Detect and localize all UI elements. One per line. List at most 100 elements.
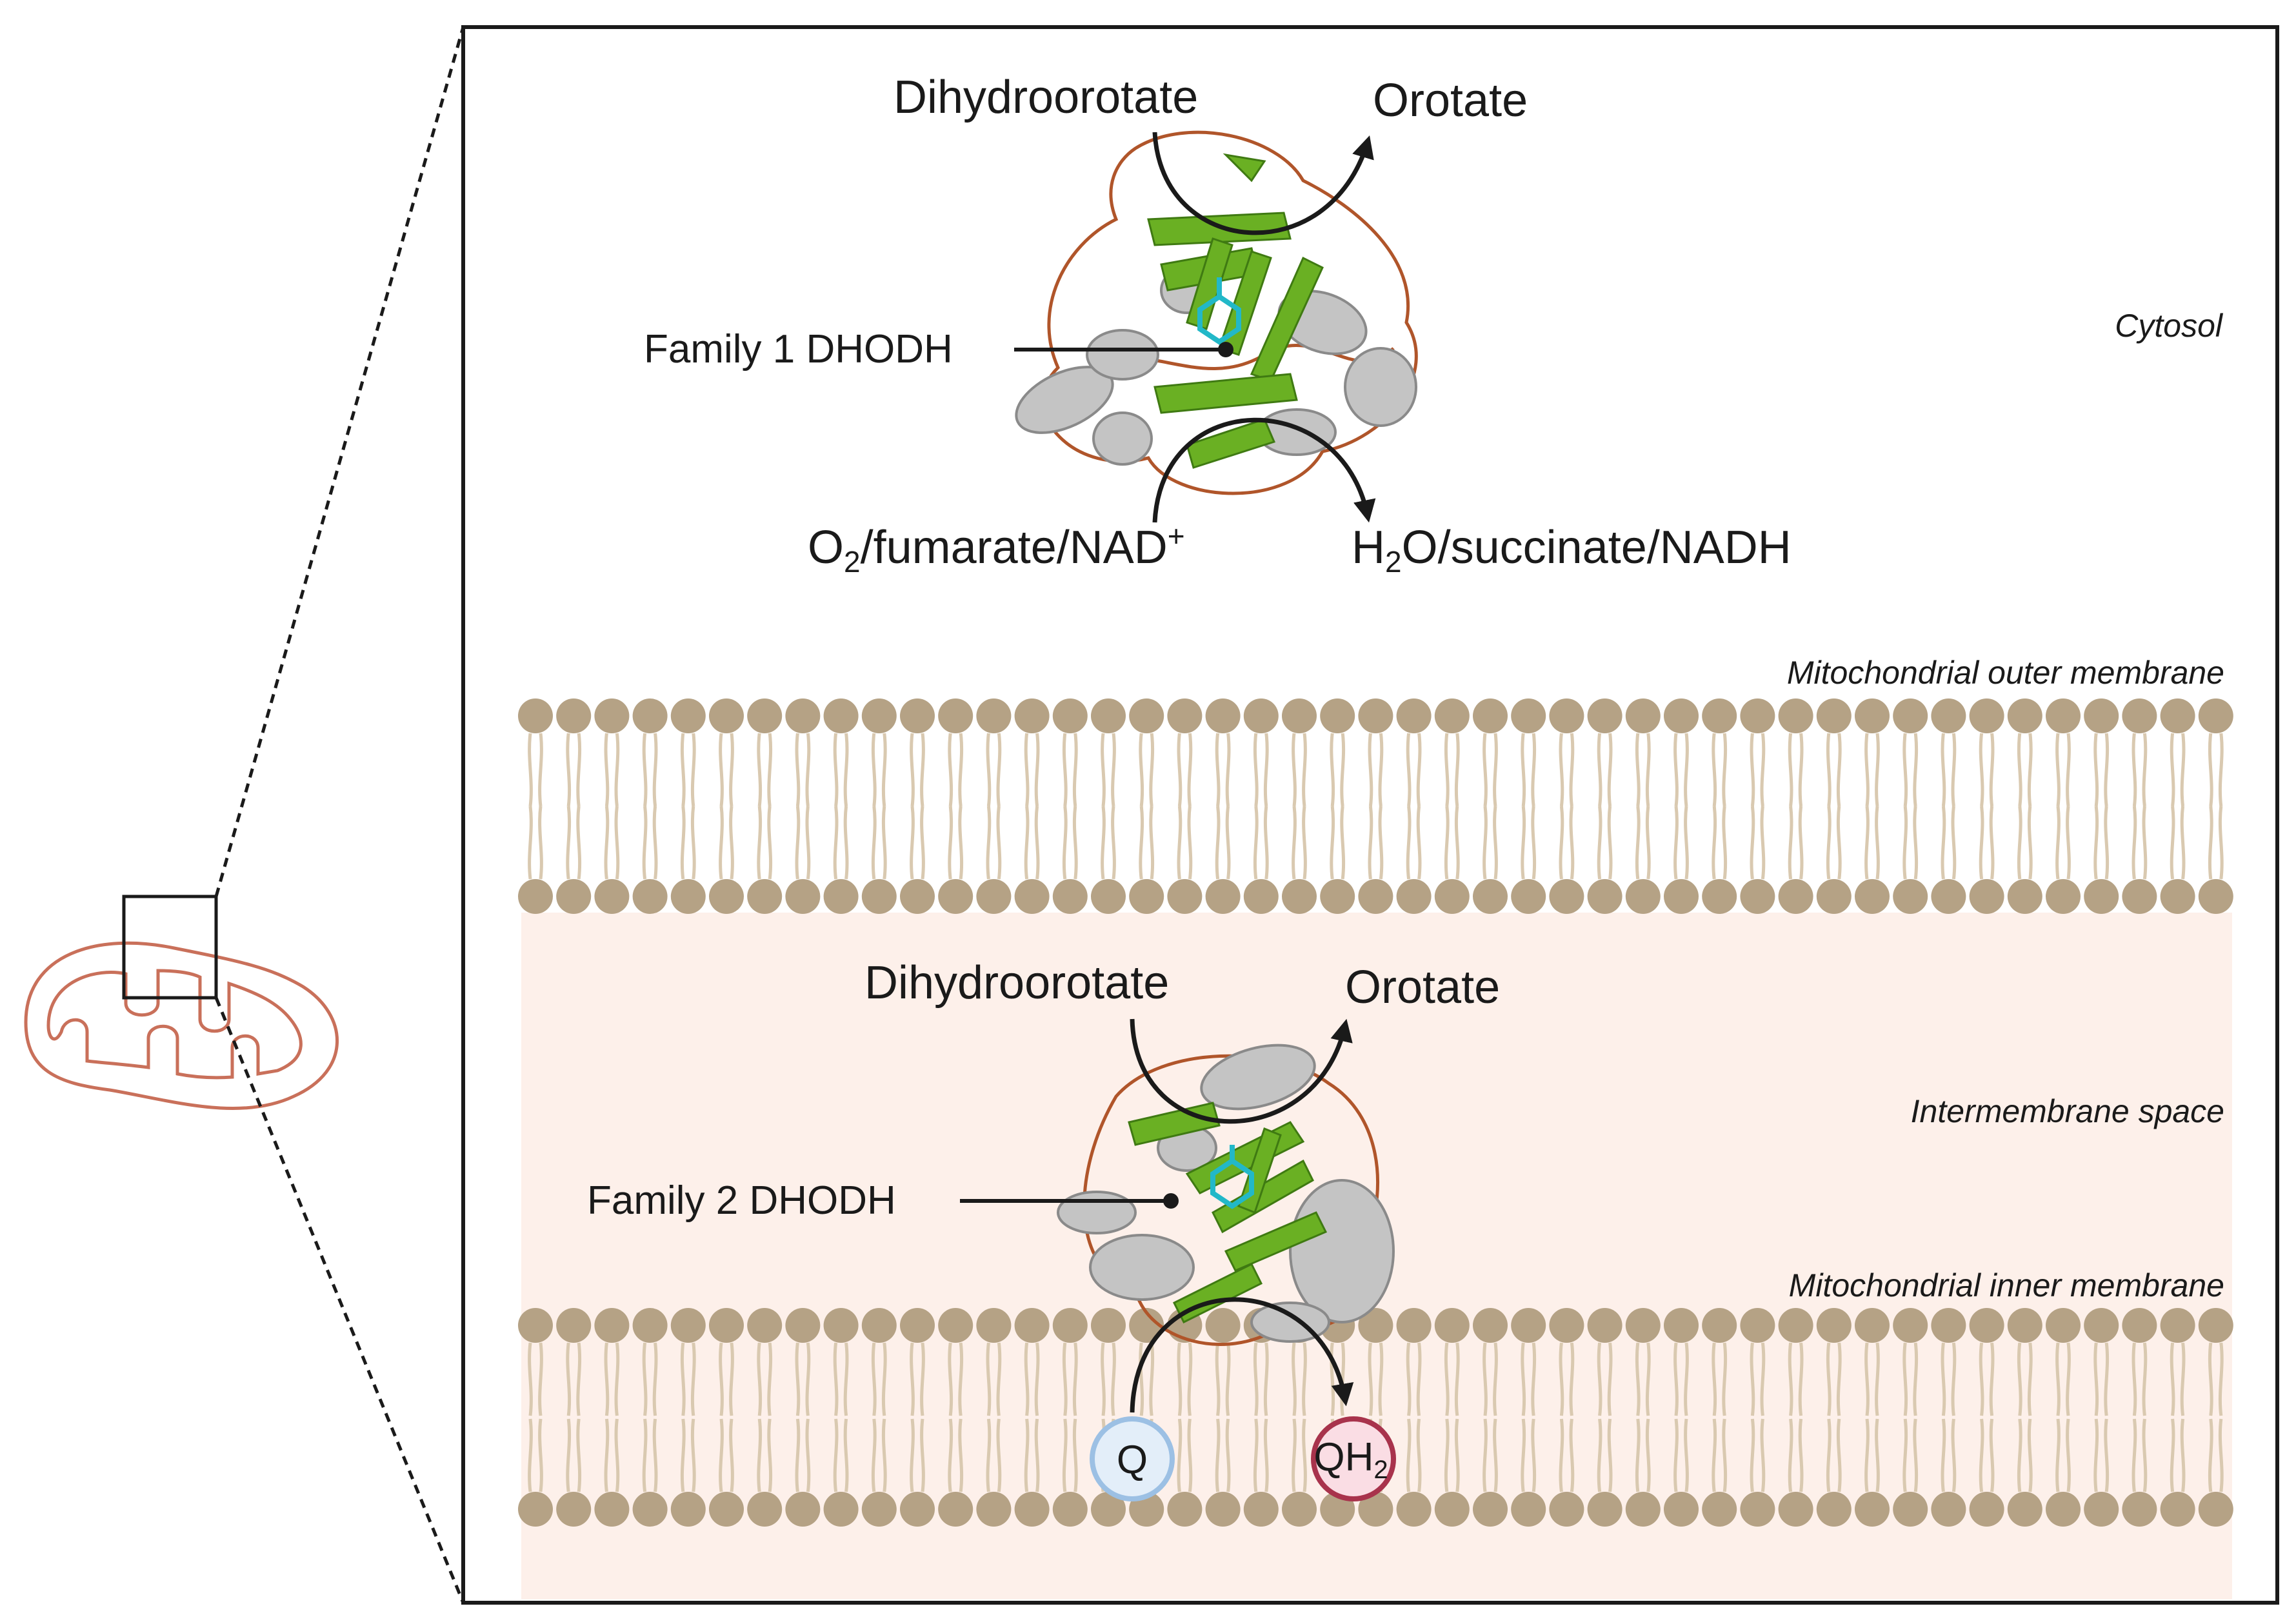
lipid-tail (1330, 733, 1335, 807)
lipid-tail (528, 1342, 533, 1416)
lipid-head (518, 698, 553, 733)
lipid-head (823, 879, 859, 914)
reaction-arrow-icon (1130, 1018, 1353, 1124)
lipid-head (1052, 1308, 1088, 1343)
lipid-head (1396, 698, 1432, 733)
lipid-head (1243, 1492, 1279, 1527)
region-label-intermembrane-space: Intermembrane space (1911, 1093, 2224, 1129)
lipid-head (1702, 1492, 1737, 1527)
lipid-head (1893, 1308, 1928, 1343)
lipid-head (670, 879, 706, 914)
lipid-tail (920, 1342, 925, 1416)
lipid-tail (2027, 733, 2033, 807)
lipid-head (1778, 1308, 1813, 1343)
lipid-head (1052, 1492, 1088, 1527)
lipid-tail (1798, 1342, 1804, 1416)
lipid-tail (1951, 1342, 1957, 1416)
lipid-tail (1368, 733, 1373, 807)
lipid-head (1778, 879, 1813, 914)
lipid-tail (1635, 1418, 1641, 1492)
lipid-tail (1177, 733, 1183, 807)
lipid-head (1969, 879, 2004, 914)
lipid-tail (1712, 1342, 1717, 1416)
lipid-head (938, 1492, 973, 1527)
lipid-tail (1760, 1342, 1766, 1416)
lipid-tail (996, 806, 1002, 880)
lipid-tail (1531, 1418, 1537, 1492)
quinone-label: Q (1117, 1438, 1148, 1482)
lipid-tail (996, 1342, 1002, 1416)
lipid-tail (833, 1342, 839, 1416)
lipid-tail (1177, 806, 1183, 880)
lipid-head (1473, 1308, 1508, 1343)
lipid-head (1969, 698, 2004, 733)
lipid-head (1855, 879, 1890, 914)
lipid-tail (1101, 1342, 1106, 1416)
lipid-tail (795, 1342, 801, 1416)
lipid-head (2122, 1308, 2157, 1343)
lipid-tail (1902, 806, 1908, 880)
lipid-head (1587, 879, 1622, 914)
lipid-tail (1902, 1342, 1908, 1416)
lipid-head (1282, 1492, 1317, 1527)
lipid-head (1205, 879, 1241, 914)
lipid-tail (1559, 1342, 1564, 1416)
lipid-tail (767, 1342, 773, 1416)
lipid-head (1549, 1308, 1584, 1343)
lipid-head (2122, 879, 2157, 914)
lipid-tail (652, 806, 658, 880)
lipid-tail (1225, 1418, 1231, 1492)
lipid-head (2122, 698, 2157, 733)
lipid-tail (2218, 1342, 2224, 1416)
lipid-tail (1875, 1418, 1880, 1492)
lipid-tail (1187, 1418, 1193, 1492)
lipid-head (1931, 879, 1966, 914)
lipid-head (1702, 1308, 1737, 1343)
reaction-arrow-icon (1152, 132, 1374, 235)
lipid-tail (767, 806, 773, 880)
lipid-head (556, 698, 592, 733)
lipid-tail (1607, 1418, 1613, 1492)
lipid-tail (1673, 733, 1679, 807)
lipid-head (1855, 1308, 1890, 1343)
lipid-tail (1607, 806, 1613, 880)
lipid-tail (1836, 1342, 1842, 1416)
lipid-tail (795, 733, 801, 807)
lipid-tail (795, 806, 801, 880)
lipid-tail (1482, 806, 1488, 880)
lipid-tail (1302, 806, 1307, 880)
lipid-head (1243, 879, 1279, 914)
lipid-tail (1531, 1342, 1537, 1416)
lipid-tail (1378, 1342, 1384, 1416)
lipid-tail (1941, 806, 1946, 880)
lipid-tail (757, 1418, 763, 1492)
lipid-tail (1864, 1342, 1870, 1416)
lipid-head (1664, 1492, 1699, 1527)
lipid-tail (1177, 1342, 1183, 1416)
lipid-tail (958, 1342, 964, 1416)
region-label-cytosol: Cytosol (2115, 308, 2224, 344)
lipid-tail (652, 733, 658, 807)
lipid-tail (1836, 1418, 1842, 1492)
lipid-tail (2131, 1342, 2137, 1416)
lipid-tail (1406, 1342, 1412, 1416)
lipid-tail (1826, 1342, 1832, 1416)
lipid-tail (1072, 733, 1078, 807)
lipid-tail (833, 806, 839, 880)
lipid-head (1358, 1492, 1393, 1527)
lipid-tail (767, 1418, 773, 1492)
lipid-head (1511, 1308, 1546, 1343)
lipid-tail (1989, 1342, 1995, 1416)
lipid-head (785, 1308, 821, 1343)
lipid-tail (1531, 733, 1537, 807)
lipid-head (2198, 1492, 2233, 1527)
lipid-tail (1559, 806, 1564, 880)
lipid-tail (1875, 806, 1880, 880)
lipid-head (938, 698, 973, 733)
lipid-head (594, 698, 630, 733)
lipid-tail (1875, 733, 1880, 807)
lipid-tail (2066, 806, 2071, 880)
lipid-head (785, 698, 821, 733)
lipid-tail (1875, 1342, 1880, 1416)
lipid-tail (1072, 1418, 1078, 1492)
